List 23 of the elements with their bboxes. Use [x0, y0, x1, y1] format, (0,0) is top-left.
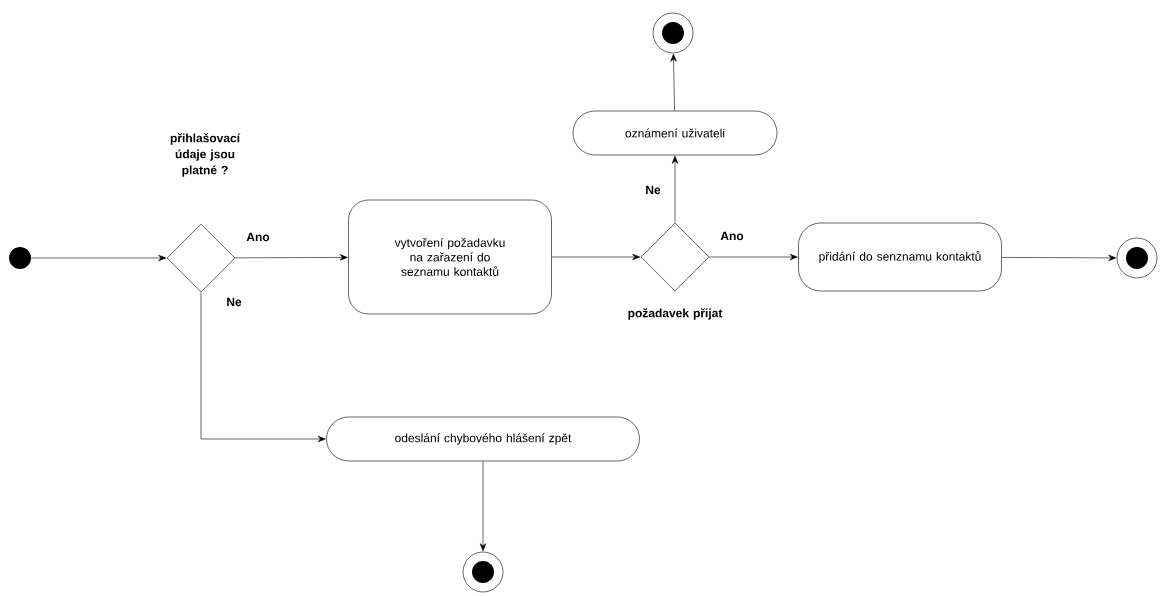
arrow [479, 461, 487, 552]
action-box: odeslání chybového hlášení zpět [326, 416, 640, 462]
arrow [30, 254, 167, 262]
action-box: vytvoření požadavku na zařazení do seznamu kontaktů [348, 199, 552, 315]
arrow [551, 253, 641, 261]
end-bullseye [652, 12, 694, 54]
arrow [670, 53, 677, 111]
decision-label: přihlašovací údaje jsou platné ? [170, 133, 241, 177]
arrow [1001, 254, 1117, 261]
edge-label: Ano [246, 232, 270, 242]
decision-label: požadavek přijat [628, 308, 723, 320]
end-bullseye [1116, 237, 1158, 279]
end-bullseye [462, 551, 504, 593]
arrow [709, 253, 798, 261]
action-box: oznámení uživateli [572, 110, 778, 156]
action-box: přidání do senznamu kontaktů [798, 222, 1002, 292]
edge-label: Ano [720, 231, 744, 241]
arrow [234, 254, 348, 261]
edge-label: Ne [646, 185, 661, 195]
start-dot [9, 247, 31, 269]
edge-label: Ne [227, 297, 242, 307]
arrow [671, 155, 679, 223]
arrow [200, 292, 326, 443]
